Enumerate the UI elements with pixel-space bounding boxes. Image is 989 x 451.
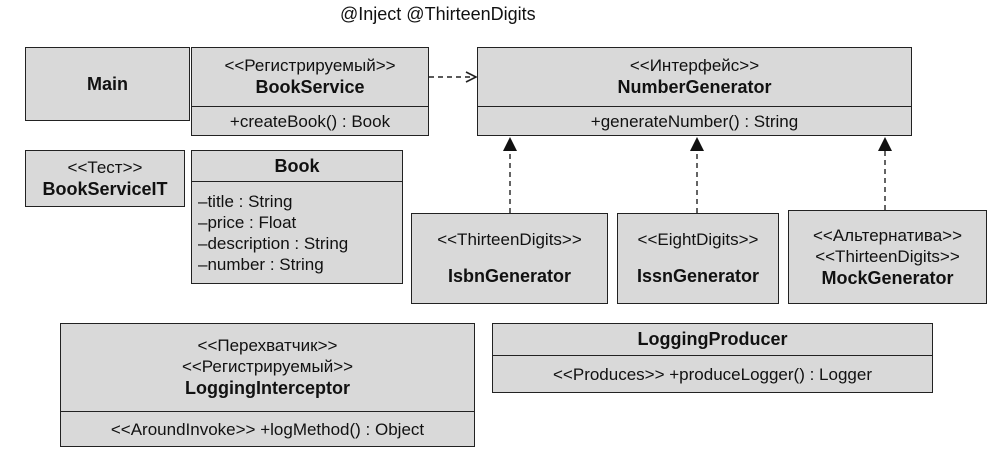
class-mock-generator: <<Альтернатива>> <<ThirteenDigits>> Mock… [788, 210, 987, 304]
class-stereotype: <<Регистрируемый>> [181, 357, 354, 376]
class-issn-generator: <<EightDigits>> IssnGenerator [617, 213, 779, 304]
class-name: MockGenerator [821, 267, 954, 288]
class-name: Book [274, 155, 320, 176]
class-name: BookServiceIT [42, 178, 168, 199]
class-attribute: –description : String [198, 233, 349, 253]
class-book: Book –title : String –price : Float –des… [191, 150, 403, 284]
class-method: <<Produces>> +produceLogger() : Logger [553, 364, 872, 384]
class-book-service: <<Регистрируемый>> BookService +createBo… [191, 47, 429, 136]
class-stereotype: <<Альтернатива>> [812, 225, 963, 245]
class-stereotype: <<Регистрируемый>> [224, 56, 396, 75]
class-method: +generateNumber() : String [590, 111, 799, 131]
class-stereotype: <<EightDigits>> [637, 230, 759, 249]
realization-arrowhead-mock [878, 137, 892, 151]
class-stereotype: <<Интерфейс>> [629, 56, 760, 75]
class-stereotype: <<Перехватчик>> [197, 336, 338, 355]
class-logging-producer: LoggingProducer <<Produces>> +produceLog… [492, 323, 933, 393]
class-attribute: –title : String [198, 191, 293, 211]
inject-annotation-caption: @Inject @ThirteenDigits [340, 4, 536, 24]
class-name: NumberGenerator [617, 77, 772, 97]
class-attribute: –number : String [198, 254, 324, 274]
realization-arrowhead-isbn [503, 137, 517, 151]
class-name: LoggingProducer [637, 329, 788, 349]
class-stereotype: <<ThirteenDigits>> [815, 246, 960, 266]
class-method: <<AroundInvoke>> +logMethod() : Object [110, 419, 425, 439]
class-main: Main [25, 47, 190, 121]
class-name: IssnGenerator [636, 266, 760, 286]
class-name: LoggingInterceptor [185, 378, 350, 398]
class-number-generator: <<Интерфейс>> NumberGenerator +generateN… [477, 47, 912, 136]
class-name: BookService [255, 77, 365, 97]
class-stereotype: <<ThirteenDigits>> [437, 230, 582, 249]
class-book-service-it: <<Тест>> BookServiceIT [25, 150, 185, 207]
class-stereotype: <<Тест>> [67, 157, 143, 177]
realization-arrowhead-issn [690, 137, 704, 151]
class-name: IsbnGenerator [447, 266, 572, 286]
class-isbn-generator: <<ThirteenDigits>> IsbnGenerator [411, 213, 608, 304]
class-method: +createBook() : Book [229, 111, 391, 131]
class-name: Main [86, 73, 128, 94]
class-logging-interceptor: <<Перехватчик>> <<Регистрируемый>> Loggi… [60, 323, 475, 447]
class-attribute: –price : Float [198, 212, 297, 232]
